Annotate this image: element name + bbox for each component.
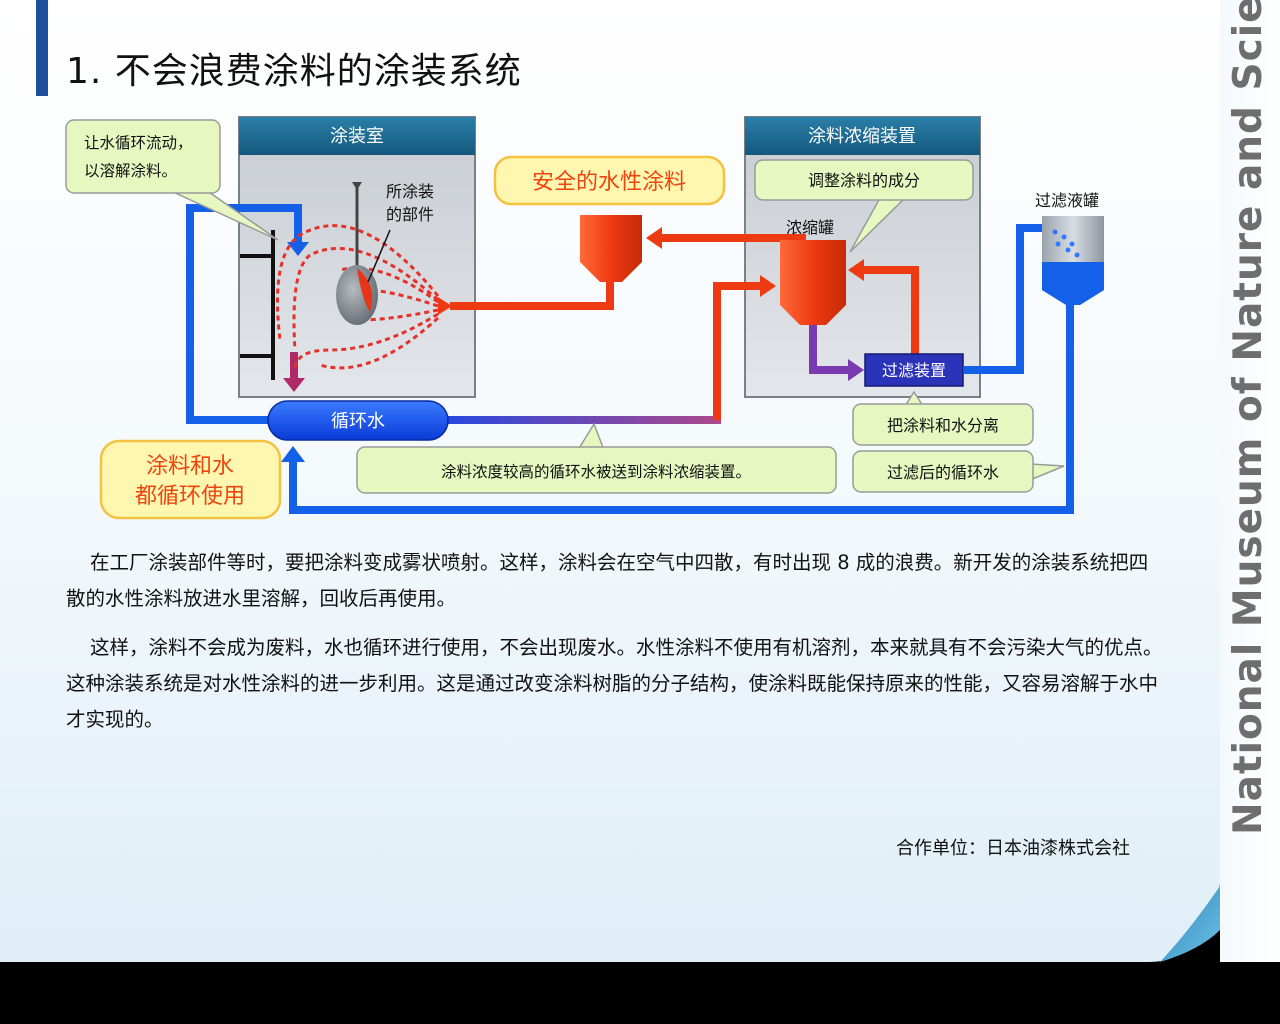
tank-to-filter-pipe bbox=[809, 325, 850, 374]
page-title: 1. 不会浪费涂料的涂装系统 bbox=[66, 51, 522, 92]
callout-after-filter: 过滤后的循环水 bbox=[852, 450, 1065, 493]
send-note-label: 涂料浓度较高的循环水被送到涂料浓缩装置。 bbox=[441, 463, 751, 481]
safe-paint-label: 安全的水性涂料 bbox=[532, 170, 686, 195]
after-filter-label: 过滤后的循环水 bbox=[887, 463, 999, 482]
filter-tank-label: 过滤液罐 bbox=[1035, 191, 1099, 210]
paragraph-2: 这样，涂料不会成为废料，水也循环进行使用，不会出现废水。水性涂料不使用有机溶剂，… bbox=[66, 636, 1163, 731]
painting-room-label: 涂装室 bbox=[330, 126, 384, 147]
return-pipe-bottom bbox=[289, 230, 1074, 514]
museum-name-vertical: National Museum of Nature and Science bbox=[1226, 0, 1271, 835]
drain-wall bbox=[240, 230, 275, 380]
callout-send-note: 涂料浓度较高的循环水被送到涂料浓缩装置。 bbox=[356, 422, 837, 494]
part-label-line2: 的部件 bbox=[386, 205, 434, 224]
side-strip bbox=[1220, 0, 1280, 962]
filter-device: 过滤装置 bbox=[864, 353, 964, 387]
callout-separate: 把涂料和水分离 bbox=[852, 390, 1034, 446]
circulation-pipe-left bbox=[186, 204, 302, 424]
page-curl bbox=[1160, 884, 1220, 962]
paint-supply-tank bbox=[580, 215, 642, 282]
credit-line: 合作单位：日本油漆株式会社 bbox=[896, 838, 1130, 859]
bottom-bar bbox=[0, 962, 1280, 1024]
concentrator-label: 涂料浓缩装置 bbox=[808, 126, 916, 147]
adjust-label: 调整涂料的成分 bbox=[808, 171, 920, 190]
filter-device-label: 过滤装置 bbox=[882, 361, 946, 380]
paragraph-1: 在工厂涂装部件等时，要把涂料变成雾状喷射。这样，涂料会在空气中四散，有时出现 8… bbox=[66, 551, 1149, 610]
safe-paint-callout: 安全的水性涂料 bbox=[493, 155, 726, 206]
callout-circulate-line1: 让水循环流动， bbox=[84, 134, 193, 152]
circulating-water-tank: 循环水 bbox=[267, 400, 449, 441]
callout-both-circulate: 涂料和水 都循环使用 bbox=[99, 439, 282, 520]
callout-circulate: 让水循环流动， 以溶解涂料。 bbox=[65, 119, 279, 241]
callout-circulate-line2: 以溶解涂料。 bbox=[84, 162, 177, 180]
filter-return-pipe bbox=[862, 266, 919, 355]
part-label-line1: 所涂装 bbox=[386, 182, 434, 201]
title-accent-bar bbox=[36, 0, 48, 96]
spray-nozzle bbox=[438, 297, 452, 315]
filter-liquid-tank bbox=[1042, 216, 1104, 305]
callout-adjust: 调整涂料的成分 bbox=[754, 159, 974, 253]
body-text-2: 这样，涂料不会成为废料，水也循环进行使用，不会出现废水。水性涂料不使用有机溶剂，… bbox=[66, 630, 1166, 738]
both-circulate-line2: 都循环使用 bbox=[135, 484, 245, 509]
concentration-tank bbox=[780, 240, 846, 325]
both-circulate-line1: 涂料和水 bbox=[146, 454, 234, 479]
body-text: 在工厂涂装部件等时，要把涂料变成雾状喷射。这样，涂料会在空气中四散，有时出现 8… bbox=[66, 545, 1166, 617]
painting-system-diagram: 涂装室 涂料浓缩装置 bbox=[65, 116, 1104, 520]
conc-tank-label: 浓缩罐 bbox=[786, 218, 834, 237]
page-panel: 1. 不会浪费涂料的涂装系统 bbox=[0, 0, 1220, 962]
separate-label: 把涂料和水分离 bbox=[887, 416, 999, 435]
circ-water-label: 循环水 bbox=[331, 411, 385, 432]
filter-to-tank-pipe bbox=[964, 224, 1044, 374]
painted-part bbox=[336, 182, 391, 325]
paint-feed-pipe bbox=[450, 275, 614, 310]
